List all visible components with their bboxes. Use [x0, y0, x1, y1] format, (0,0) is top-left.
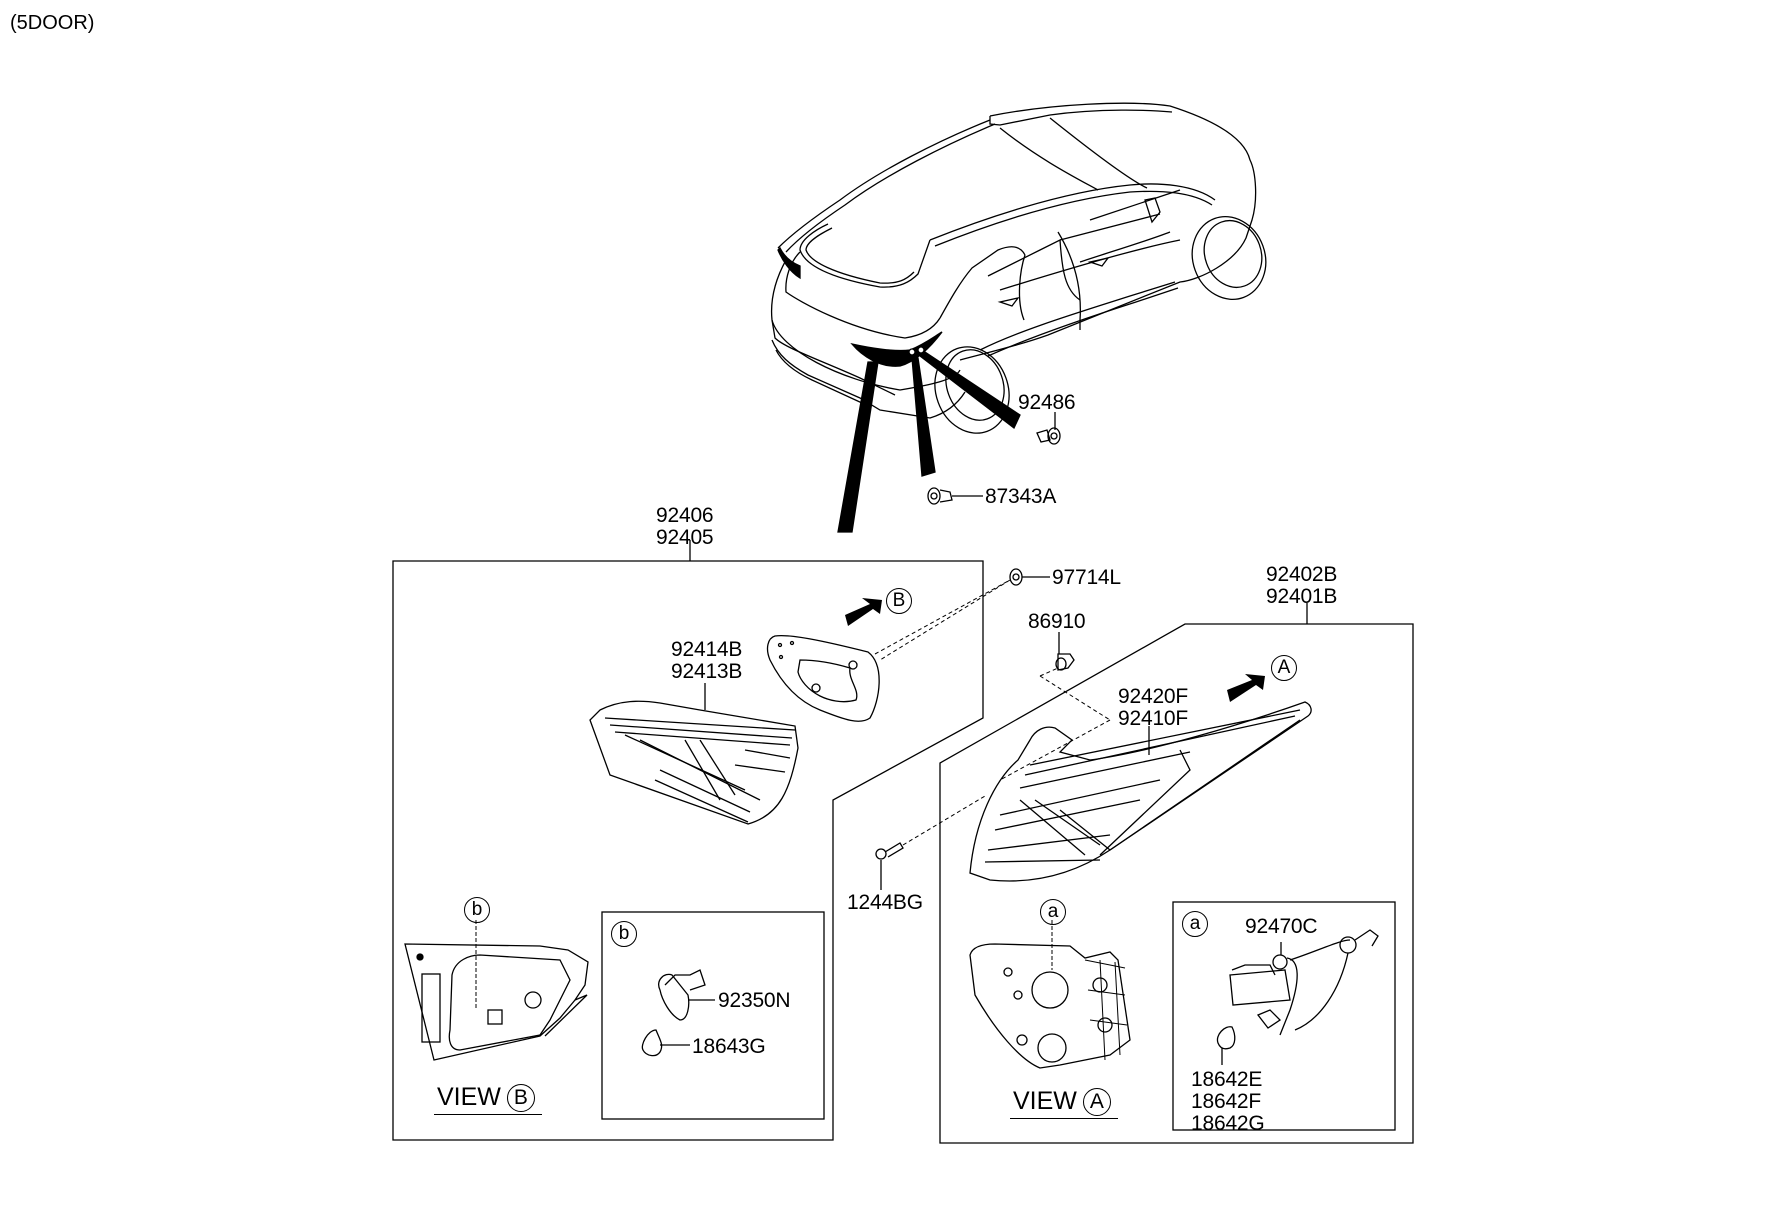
callout-86910: 86910: [1028, 610, 1086, 633]
harness-92470C-drawing: [1216, 929, 1379, 1065]
screw-1244BG: [875, 795, 986, 890]
callout-92486: 92486: [1018, 391, 1076, 414]
socket-92350N-drawing: [641, 969, 715, 1057]
callout-outer-lamp-lens: 92420F 92410F: [1118, 685, 1189, 730]
outer-lamp-box: [939, 603, 1414, 1144]
marker-detail-b-box: b: [611, 921, 637, 947]
view-a-lamp-back-drawing: [969, 920, 1131, 1069]
fastener-86910: [999, 632, 1111, 781]
fastener-92486: [1036, 412, 1061, 445]
view-b-arrow-icon: [845, 598, 882, 626]
outer-lamp-lens-drawing: [969, 701, 1312, 882]
callout-97714L: 97714L: [1052, 566, 1121, 589]
marker-detail-b-view: b: [464, 897, 490, 923]
callout-87343A: 87343A: [985, 485, 1057, 508]
view-a-underline: [1010, 1118, 1118, 1119]
marker-detail-a-box: a: [1182, 911, 1208, 937]
marker-detail-a-view: a: [1040, 899, 1066, 925]
callout-1244BG: 1244BG: [847, 891, 923, 914]
callout-18643G: 18643G: [692, 1035, 766, 1058]
view-b-underline: [434, 1114, 542, 1115]
view-b-lamp-back-drawing: [404, 920, 589, 1061]
fastener-97714L: [879, 568, 1050, 661]
view-a-arrow-icon: [1227, 674, 1265, 702]
marker-view-b: B: [886, 588, 912, 614]
callout-92470C: 92470C: [1245, 915, 1318, 938]
callout-92350N: 92350N: [718, 989, 791, 1012]
vehicle-illustration: [770, 102, 1267, 533]
diagram-title: (5DOOR): [10, 12, 95, 34]
gasket-drawing: [766, 579, 1011, 722]
callout-bulbs-a: 18642E 18642F 18642G: [1191, 1068, 1265, 1135]
callout-inner-lamp-assy: 92406 92405: [656, 504, 714, 549]
marker-view-a: A: [1271, 655, 1297, 681]
inner-lamp-lens-drawing: [589, 683, 799, 825]
callout-outer-lamp-assy: 92402B 92401B: [1266, 563, 1338, 608]
inner-lamp-box: [392, 540, 984, 1141]
callout-inner-lamp-lens: 92414B 92413B: [671, 638, 743, 683]
fastener-87343A: [927, 487, 983, 505]
